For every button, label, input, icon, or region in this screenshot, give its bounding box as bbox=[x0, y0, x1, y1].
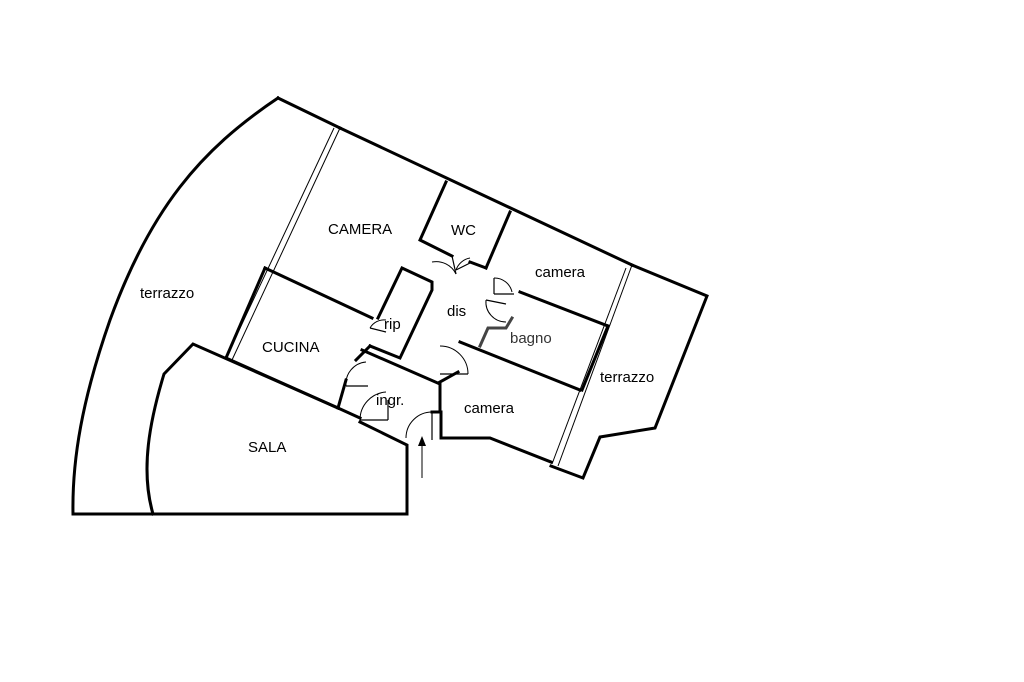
door-rip bbox=[369, 319, 387, 333]
label-wc: WC bbox=[451, 222, 476, 239]
interior-walls bbox=[224, 180, 610, 420]
label-sala: SALA bbox=[248, 439, 286, 456]
label-terrazzo-right: terrazzo bbox=[600, 369, 654, 386]
doors bbox=[345, 255, 514, 440]
label-dis: dis bbox=[447, 303, 466, 320]
label-bagno: bagno bbox=[510, 330, 552, 347]
door-cucina bbox=[345, 361, 368, 387]
door-camera-right bbox=[493, 277, 514, 295]
label-camera-right: camera bbox=[535, 264, 586, 281]
label-camera-top: CAMERA bbox=[328, 221, 392, 238]
door-wc bbox=[455, 257, 473, 271]
door-sala bbox=[359, 391, 389, 421]
door-camera-top bbox=[431, 255, 457, 275]
room-labels: CAMERA WC camera terrazzo rip dis bagno … bbox=[140, 221, 654, 456]
door-entrance bbox=[405, 411, 433, 440]
label-camera-bottom: camera bbox=[464, 400, 515, 417]
label-terrazzo-left: terrazzo bbox=[140, 285, 194, 302]
outer-walls bbox=[71, 95, 709, 516]
door-camera-bottom bbox=[439, 345, 469, 375]
label-rip: rip bbox=[384, 316, 401, 333]
label-cucina: CUCINA bbox=[262, 339, 320, 356]
label-ingr: ingr. bbox=[376, 392, 404, 409]
door-bagno bbox=[485, 299, 507, 323]
arrow-up-icon bbox=[418, 436, 426, 478]
